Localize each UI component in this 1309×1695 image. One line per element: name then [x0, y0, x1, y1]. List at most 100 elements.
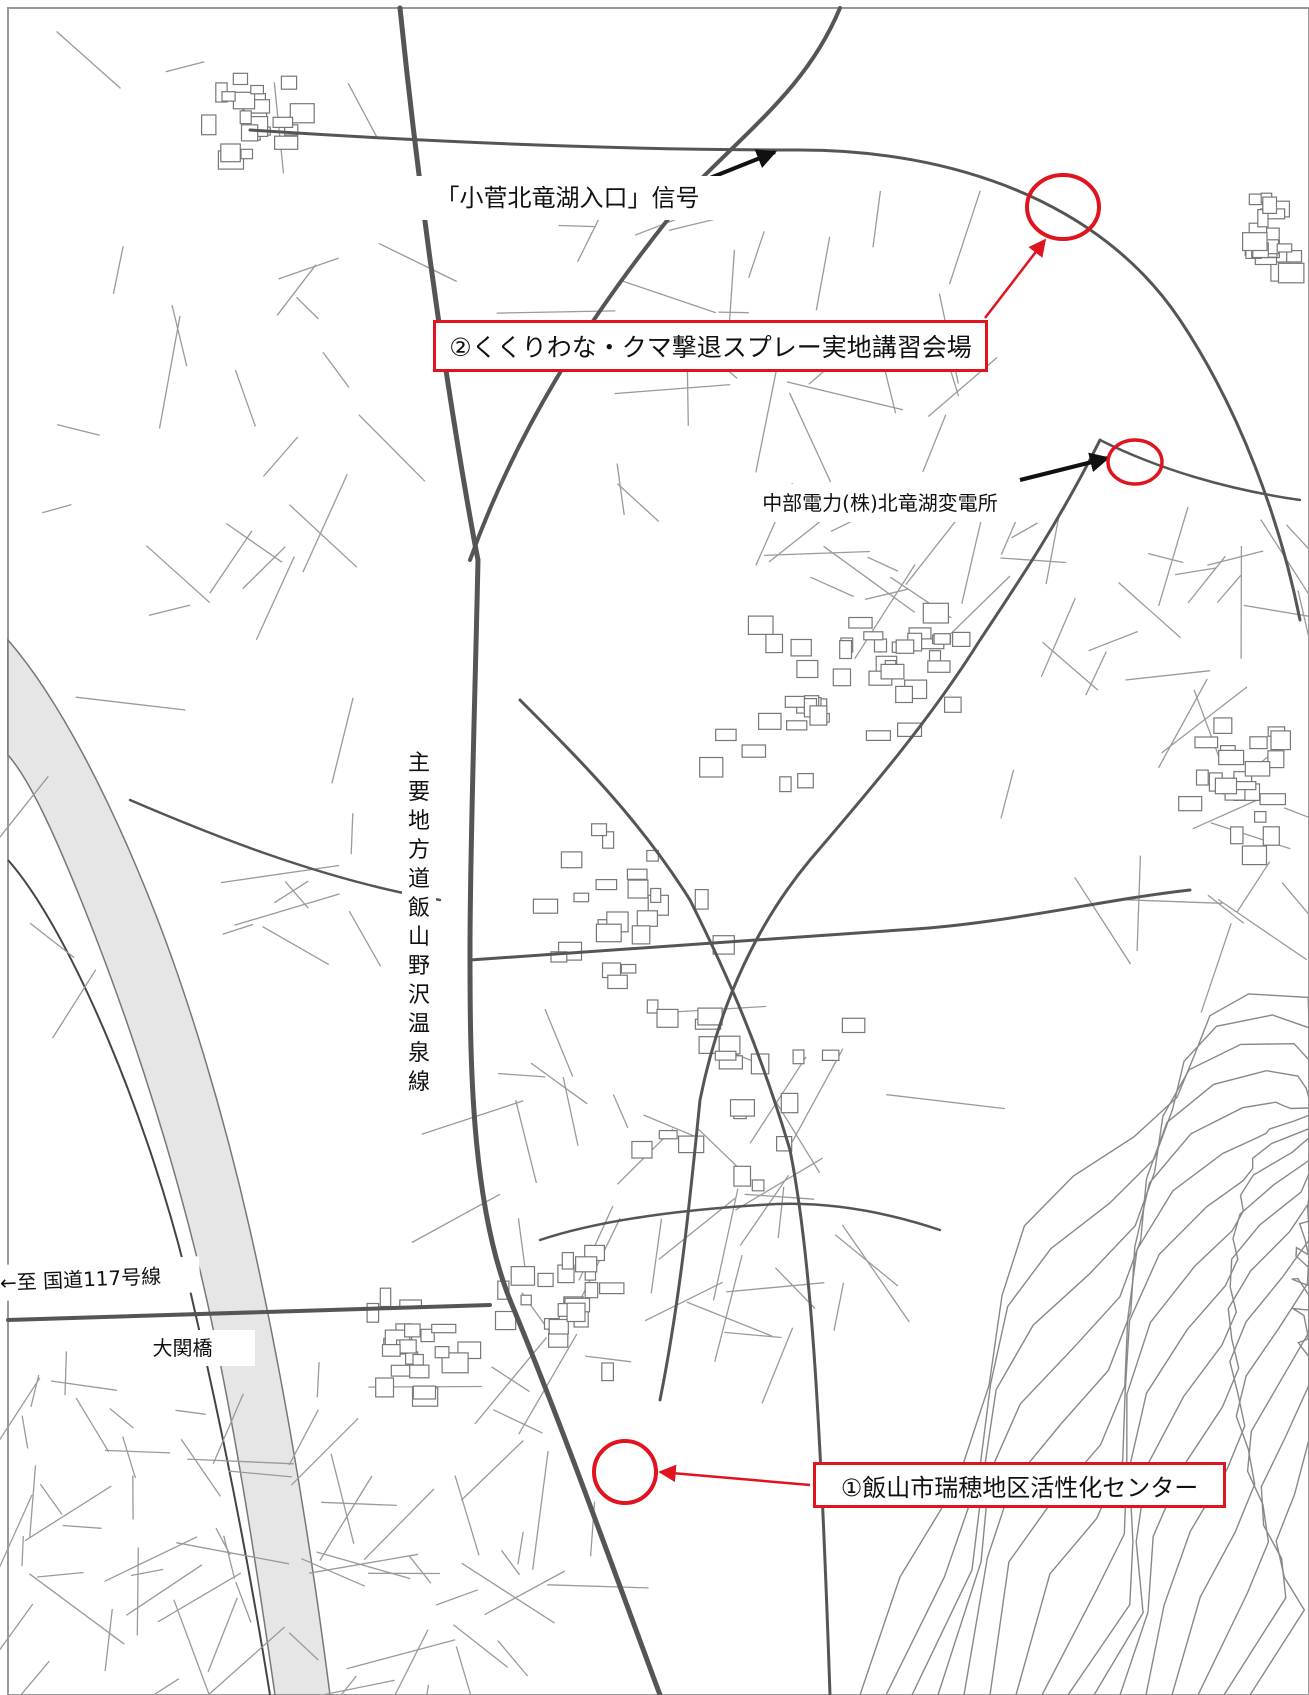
field-line	[316, 1551, 411, 1580]
field-line	[278, 257, 339, 280]
building	[631, 1140, 653, 1159]
field-line	[358, 414, 426, 482]
building	[1229, 826, 1244, 845]
field-line	[1088, 630, 1139, 652]
venue2-marker[interactable]	[1025, 173, 1101, 241]
field-line	[815, 236, 831, 311]
building	[1286, 250, 1303, 263]
building	[951, 631, 971, 648]
field-line	[788, 392, 832, 483]
building	[848, 616, 873, 629]
field-line	[222, 923, 254, 935]
field-line	[755, 365, 778, 473]
field-line	[37, 1571, 84, 1578]
building	[694, 888, 709, 910]
field-line	[302, 473, 348, 573]
building	[863, 631, 884, 641]
venue1-marker[interactable]	[592, 1439, 658, 1505]
field-line	[330, 1453, 355, 1544]
field-line	[1161, 686, 1248, 754]
field-line	[331, 697, 354, 784]
field-line	[235, 1581, 252, 1623]
field-line	[212, 1393, 244, 1465]
building	[1276, 243, 1293, 253]
field-line	[288, 1409, 319, 1466]
field-line	[714, 1254, 743, 1362]
building	[573, 892, 590, 903]
field-line	[1281, 882, 1309, 916]
field-line	[474, 1336, 548, 1425]
field-line	[165, 61, 205, 73]
building	[784, 695, 806, 708]
building	[381, 1343, 401, 1357]
field-line	[321, 1501, 397, 1507]
field-line	[886, 1093, 1005, 1110]
building	[1214, 777, 1238, 795]
signal-arrow	[709, 149, 777, 180]
bridge-label: 大関橋	[110, 1330, 255, 1366]
building	[250, 84, 265, 95]
field-line	[544, 1008, 574, 1077]
field-line	[223, 1535, 236, 1579]
field-line	[242, 546, 286, 590]
building	[880, 663, 905, 680]
field-line	[394, 1629, 429, 1695]
building	[933, 633, 951, 645]
field-line	[547, 1584, 649, 1589]
field-line	[1187, 555, 1226, 604]
field-line	[749, 1056, 807, 1144]
field-line	[668, 217, 719, 232]
contour-line	[1041, 1136, 1309, 1695]
lower-road	[538, 1202, 942, 1242]
field-line	[644, 1281, 723, 1322]
field-line	[295, 296, 319, 320]
building	[220, 143, 241, 163]
main-road	[397, 5, 663, 1695]
field-line	[1158, 506, 1189, 606]
building	[566, 1302, 586, 1323]
field-line	[322, 351, 350, 388]
building	[560, 851, 583, 869]
substation-marker[interactable]	[1106, 438, 1164, 486]
building	[1244, 760, 1271, 777]
building	[809, 705, 828, 726]
west-road	[128, 798, 442, 902]
field-line	[1125, 670, 1211, 681]
field-line	[30, 1374, 40, 1407]
field-line	[872, 190, 882, 248]
building	[420, 1328, 435, 1343]
building	[532, 898, 559, 914]
field-line	[0, 1494, 33, 1568]
field-line	[1011, 522, 1038, 539]
building	[927, 660, 951, 673]
building	[677, 1135, 705, 1154]
field-line	[452, 1624, 509, 1668]
venue1-arrow	[658, 1464, 811, 1487]
field-line	[961, 516, 983, 604]
building	[697, 1007, 723, 1026]
field-line	[408, 1555, 432, 1584]
building	[601, 1362, 614, 1382]
field-line	[518, 1333, 578, 1435]
substation-arrow	[1019, 452, 1110, 482]
field-line	[612, 1094, 629, 1129]
building	[1262, 826, 1280, 846]
venue2-label[interactable]: ②くくりわな・クマ撃退スプレー実地講習会場	[433, 320, 988, 372]
venue1-label[interactable]: ①飯山市瑞穂地区活性化センター	[813, 1462, 1226, 1508]
field-line	[735, 1157, 824, 1211]
field-line	[1175, 567, 1217, 576]
building	[656, 1008, 679, 1028]
field-line	[363, 1488, 435, 1561]
signal-label: 「小菅北竜湖入口」信号	[415, 176, 720, 220]
building	[409, 1364, 430, 1379]
field-line	[347, 82, 379, 140]
building	[626, 868, 648, 880]
building	[607, 974, 628, 990]
building	[780, 1092, 799, 1114]
building	[1249, 736, 1268, 750]
field-line	[616, 483, 660, 522]
building	[547, 1332, 569, 1348]
field-line	[75, 696, 186, 711]
field-line	[1045, 512, 1061, 585]
